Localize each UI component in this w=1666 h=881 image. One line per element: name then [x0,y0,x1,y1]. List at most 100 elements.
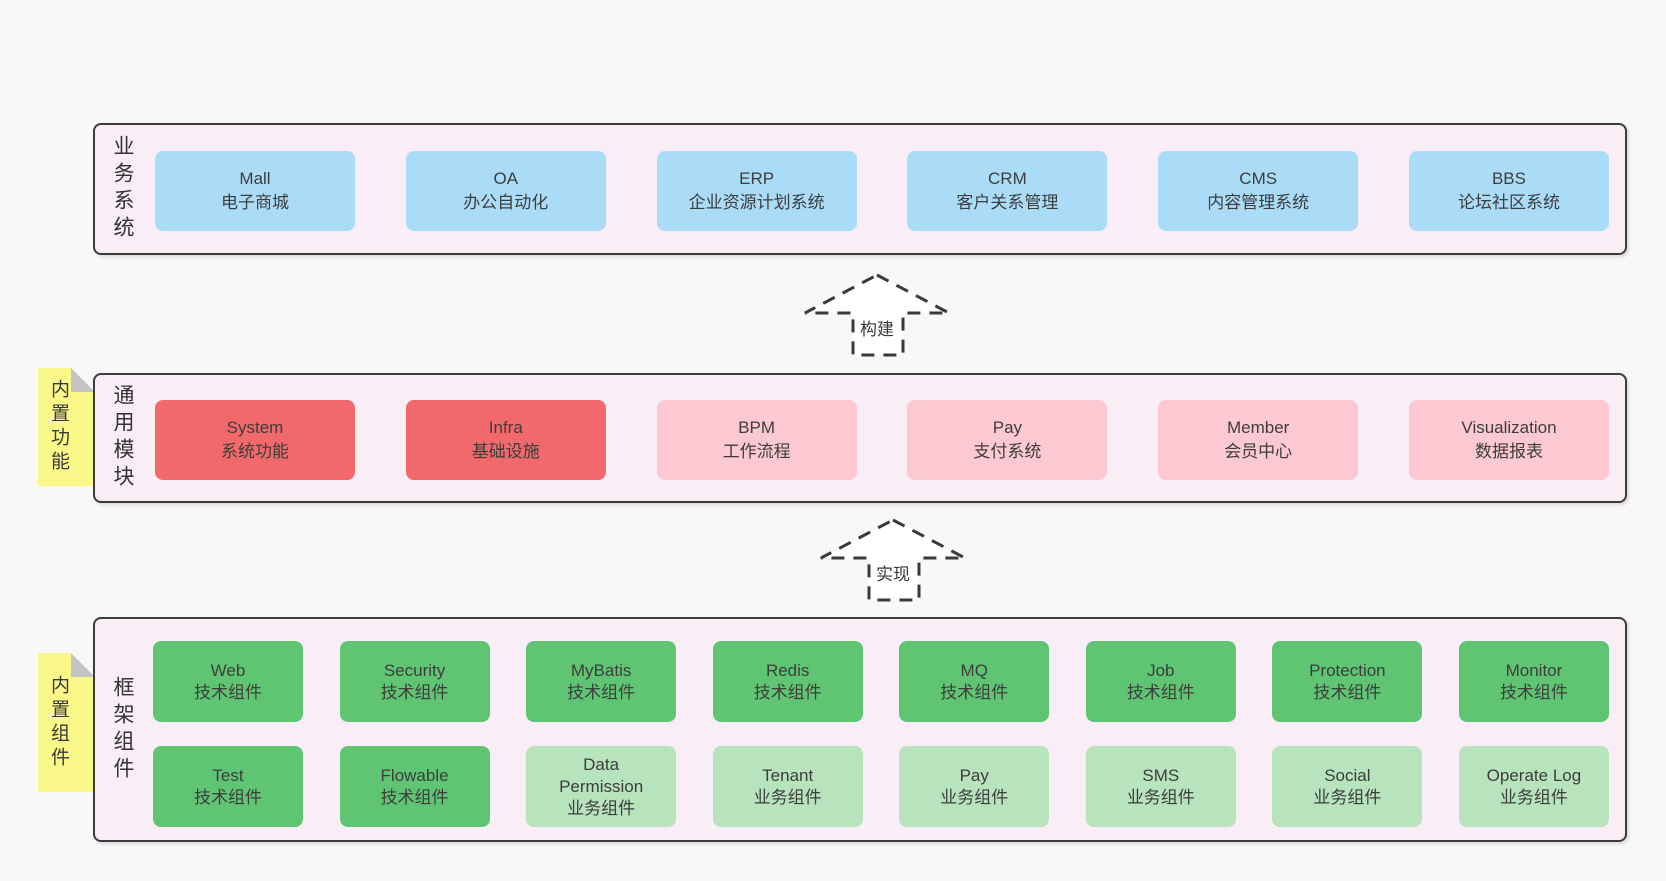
box-infra: Infra 基础设施 [405,400,606,480]
box-desc: 业务组件 [1499,787,1568,807]
box-job: Job 技术组件 [1085,641,1236,722]
box-name: Social [1324,765,1371,785]
box-name: Redis [765,660,810,680]
box-desc: 论坛社区系统 [1457,193,1560,212]
box-desc: 客户关系管理 [956,193,1059,212]
box-desc: 技术组件 [194,787,262,807]
box-name: Pay [992,418,1023,437]
box-desc: 技术组件 [194,682,262,702]
note-tag-built-in-components: 内置组件 [38,653,95,792]
box-member: Member 会员中心 [1158,400,1359,480]
box-name: MQ [960,660,988,680]
box-desc: 技术组件 [567,682,636,702]
box-desc: 业务组件 [1126,787,1195,807]
box-web: Web 技术组件 [153,641,303,722]
box-name: SMS [1142,765,1180,785]
box-name: Operate Log [1486,765,1582,785]
box-pay-component: Pay 业务组件 [899,746,1050,827]
business-boxes-row: Mall 电子商城 OA 办公自动化 ERP 企业资源计划系统 CRM 客户关系… [155,151,1609,231]
box-name: Mall [239,169,271,188]
box-desc: 业务组件 [567,798,636,818]
box-flowable: Flowable 技术组件 [339,746,490,827]
box-name: Test [212,765,244,785]
box-mall: Mall 电子商城 [155,151,355,231]
box-desc: 工作流程 [722,442,791,461]
box-protection: Protection 技术组件 [1272,641,1423,722]
box-desc: 技术组件 [1126,682,1195,702]
box-erp: ERP 企业资源计划系统 [656,151,857,231]
box-desc: 技术组件 [940,682,1009,702]
box-name: CRM [988,169,1027,188]
box-name: Job [1147,660,1175,680]
box-crm: CRM 客户关系管理 [907,151,1108,231]
box-desc: 办公自动化 [463,193,549,212]
box-desc: 会员中心 [1224,442,1293,461]
box-desc: 技术组件 [380,682,449,702]
box-desc: 基础设施 [471,442,540,461]
box-name: OA [493,169,519,188]
box-desc: 技术组件 [380,787,449,807]
panel-label-common-modules: 通用模块 [111,384,134,492]
box-redis: Redis 技术组件 [712,641,863,722]
box-desc: 支付系统 [973,442,1042,461]
box-desc: 电子商城 [221,193,289,212]
box-cms: CMS 内容管理系统 [1158,151,1359,231]
box-desc: 技术组件 [1499,682,1568,702]
common-modules-panel: 通用模块 System 系统功能 Infra 基础设施 BPM 工作流程 Pay… [93,373,1627,503]
framework-row-1: Web 技术组件 Security 技术组件 MyBatis 技术组件 Redi… [153,641,1609,722]
box-name: BBS [1491,169,1526,188]
box-operate-log: Operate Log 业务组件 [1458,746,1609,827]
note-tag-built-in-features: 内置功能 [38,368,95,486]
modules-boxes-row: System 系统功能 Infra 基础设施 BPM 工作流程 Pay 支付系统… [155,400,1609,480]
box-desc: 业务组件 [753,787,822,807]
panel-label-business-systems: 业务系统 [111,135,134,243]
box-system: System 系统功能 [155,400,355,480]
box-name: Tenant [762,765,814,785]
note-tag-label: 内置组件 [48,674,69,771]
build-arrow-label: 构建 [858,315,896,340]
box-test: Test 技术组件 [153,746,303,827]
box-bbs: BBS 论坛社区系统 [1408,151,1609,231]
box-social: Social 业务组件 [1272,746,1423,827]
box-name: BPM [738,418,776,437]
box-desc: 技术组件 [1313,682,1382,702]
implement-arrow-label: 实现 [874,560,912,585]
box-monitor: Monitor 技术组件 [1458,641,1609,722]
box-desc: 内容管理系统 [1207,193,1310,212]
box-name: ERP [739,169,775,188]
box-sms: SMS 业务组件 [1085,746,1236,827]
box-desc: 数据报表 [1474,442,1543,461]
box-name: Pay [959,765,989,785]
box-desc: 企业资源计划系统 [688,193,825,212]
box-name: Monitor [1505,660,1563,680]
note-tag-label: 内置功能 [48,379,69,475]
box-name: CMS [1239,169,1278,188]
box-data-permission: Data Permission 业务组件 [526,746,677,827]
box-mybatis: MyBatis 技术组件 [526,641,677,722]
box-name: MyBatis [570,660,632,680]
box-pay-module: Pay 支付系统 [907,400,1108,480]
implement-arrow: 实现 [819,516,967,604]
box-name: Member [1227,418,1290,437]
panel-label-framework-components: 框架组件 [111,675,134,784]
box-desc: 系统功能 [221,442,289,461]
framework-row-2: Test 技术组件 Flowable 技术组件 Data Permission … [153,746,1609,827]
box-desc: 业务组件 [940,787,1009,807]
box-name: System [226,418,284,437]
box-name: Infra [488,418,523,437]
box-desc: 技术组件 [753,682,822,702]
box-name: Flowable [380,765,449,785]
box-security: Security 技术组件 [339,641,490,722]
box-bpm: BPM 工作流程 [656,400,857,480]
box-desc: 业务组件 [1313,787,1382,807]
box-tenant: Tenant 业务组件 [712,746,863,827]
box-name: Security [383,660,446,680]
box-name: Data Permission [559,754,644,796]
build-arrow: 构建 [803,271,951,359]
box-name: Protection [1309,660,1386,680]
box-name: Visualization [1461,418,1557,437]
box-oa: OA 办公自动化 [405,151,606,231]
framework-components-panel: 框架组件 Web 技术组件 Security 技术组件 MyBatis 技术组件… [93,617,1627,842]
box-mq: MQ 技术组件 [899,641,1050,722]
